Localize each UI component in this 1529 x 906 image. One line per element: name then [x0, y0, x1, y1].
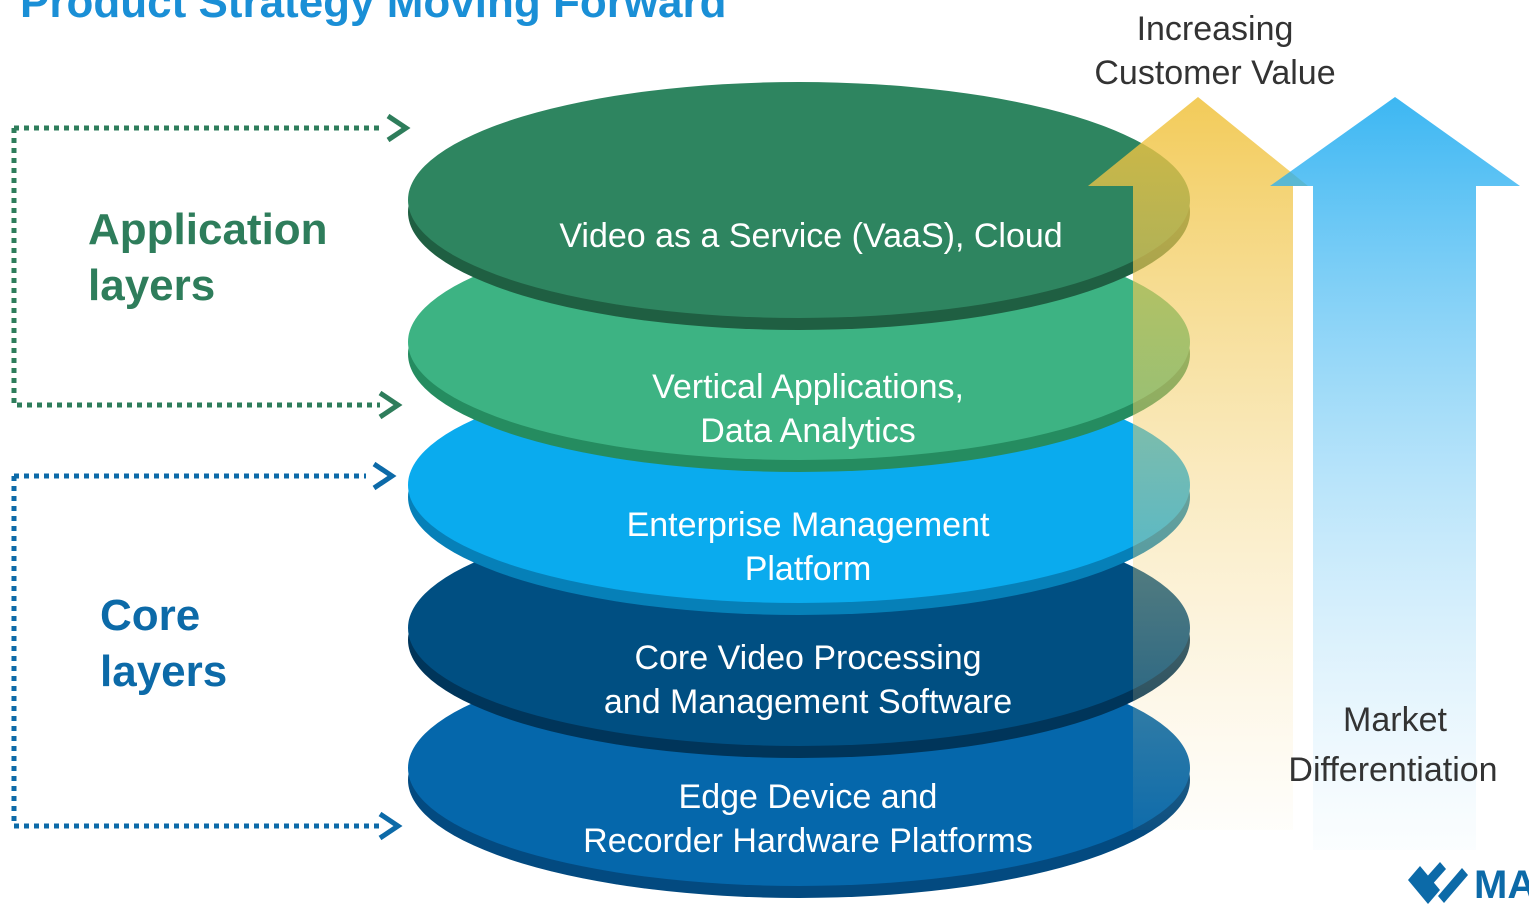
market-diff-caption-line2: Differentiation — [1288, 751, 1497, 789]
application-label-line1: Application — [88, 205, 328, 254]
layer-label-vertical-line2: Data Analytics — [700, 412, 915, 450]
core-label-line1: Core — [100, 591, 201, 640]
customer-value-arrow — [1088, 97, 1308, 830]
application-label-line2: layers — [88, 261, 216, 310]
customer-value-caption-line2: Customer Value — [1094, 54, 1335, 92]
application-bracket — [11, 125, 380, 408]
core-label-line2: layers — [100, 647, 228, 696]
market-diff-caption-line1: Market — [1343, 701, 1447, 739]
layer-label-enterprise-line1: Enterprise Management — [627, 506, 990, 544]
page-title: Product Strategy Moving Forward — [20, 0, 727, 27]
core-bracket-arrowheads — [372, 461, 403, 841]
customer-value-caption-line1: Increasing — [1137, 10, 1294, 48]
company-logo: MA — [1408, 862, 1529, 906]
market-differentiation-arrow — [1270, 97, 1520, 850]
layer-label-edge-line1: Edge Device and — [679, 778, 938, 816]
core-bracket — [11, 473, 380, 829]
logo-mark-icon — [1408, 862, 1468, 904]
layer-label-edge-line2: Recorder Hardware Platforms — [583, 822, 1033, 860]
layer-label-core-line2: and Management Software — [604, 683, 1012, 721]
layer-label-vaas-line1: Video as a Service (VaaS), Cloud — [559, 217, 1062, 255]
application-layers-label: Application layers — [88, 202, 328, 314]
layer-label-enterprise-line2: Platform — [745, 550, 872, 588]
layer-label-core-line1: Core Video Processing — [634, 639, 981, 677]
logo-text: MA — [1474, 863, 1529, 906]
core-layers-label: Core layers — [100, 588, 227, 700]
application-bracket-arrowheads — [378, 113, 411, 420]
layer-disc-vaas-cloud — [408, 82, 1190, 330]
layer-label-vertical-line1: Vertical Applications, — [652, 368, 964, 406]
